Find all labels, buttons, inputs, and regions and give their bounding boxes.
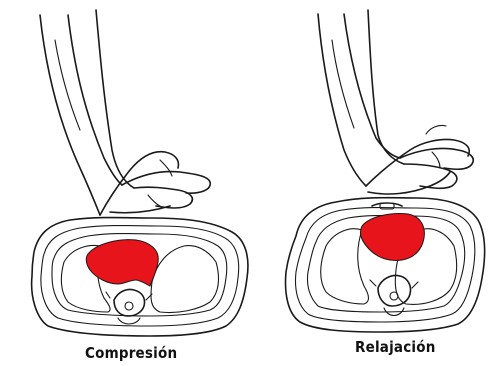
heart-relaxed [360,214,424,261]
rescuer-hands-left [100,152,210,215]
heart-compressed [86,240,158,286]
caption-relaxation: Relajación [355,338,436,356]
caption-compression: Compresión [85,344,177,362]
compression-panel [32,10,248,336]
rescuer-arms-right [318,10,404,186]
rescuer-hands-right [366,125,473,194]
relaxation-panel [286,10,485,332]
